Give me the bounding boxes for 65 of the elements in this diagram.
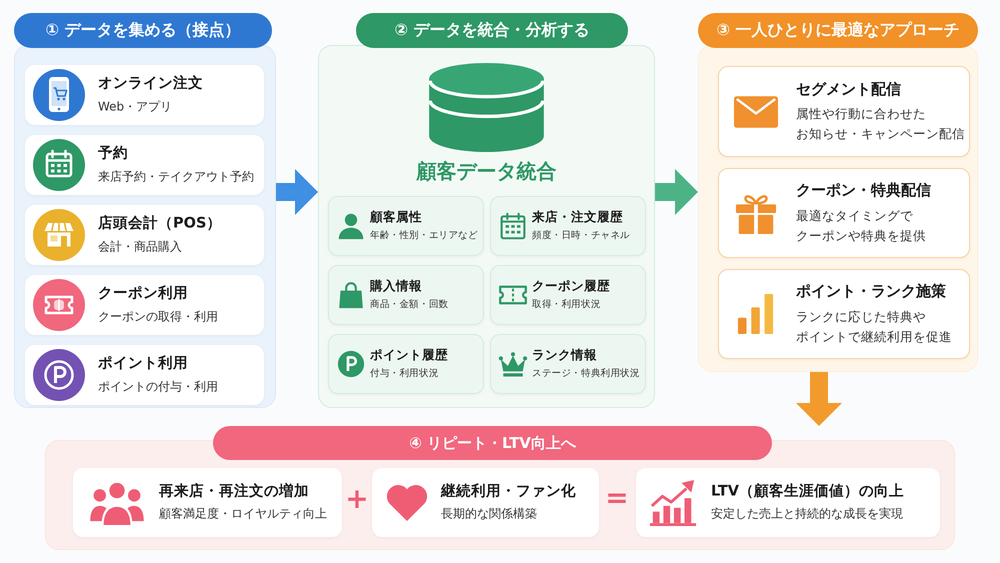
card-title: ポイント利用	[98, 354, 188, 374]
card-title: 予約	[98, 144, 128, 164]
info-card	[372, 468, 599, 537]
info-card	[25, 65, 264, 125]
card-title: 継続利用・ファン化	[441, 482, 576, 502]
card-text: 取得・利用状況	[532, 298, 601, 312]
card-text: 来店予約・テイクアウト予約	[98, 168, 254, 186]
card-text: 付与・利用状況	[370, 367, 439, 381]
block-arrow	[796, 372, 842, 426]
info-card	[328, 196, 484, 256]
card-text: 商品・金額・回数	[370, 298, 448, 312]
card-text: ステージ・特典利用状況	[532, 367, 640, 381]
card-text: 安定した売上と持続的な成長を実現	[711, 506, 903, 523]
card-text: 年齢・性別・エリアなど	[370, 229, 478, 243]
card-title: クーポン・特典配信	[796, 180, 931, 200]
card-text: ポイントの付与・利用	[98, 378, 218, 396]
info-card	[718, 168, 970, 258]
card-title: 購入情報	[370, 278, 422, 294]
card-title: ポイント・ランク施策	[796, 282, 946, 302]
info-card	[73, 468, 342, 537]
block-arrow	[276, 169, 318, 215]
section-panel	[698, 13, 978, 372]
info-card	[636, 468, 940, 537]
card-text: 顧客満足度・ロイヤルティ向上	[159, 506, 327, 523]
info-card	[25, 205, 264, 265]
card-title: ランク情報	[532, 347, 597, 364]
card-text: 最適なタイミングでクーポンや特典を提供	[796, 206, 927, 244]
math-sign: =	[605, 484, 629, 512]
math-sign: +	[345, 485, 369, 513]
card-title: 店頭会計（POS）	[98, 214, 222, 234]
card-text: 会計・商品購入	[98, 238, 182, 256]
card-title: オンライン注文	[98, 74, 203, 94]
heading-pill: ① データを集める（接点）	[14, 13, 272, 48]
info-card	[490, 265, 646, 325]
info-card	[718, 269, 970, 359]
info-card	[25, 275, 264, 335]
block-arrow	[655, 169, 698, 215]
heading-pill: ③ 一人ひとりに最適なアプローチ	[698, 13, 978, 48]
card-title: セグメント配信	[796, 79, 901, 99]
info-card	[328, 265, 484, 325]
card-text: 属性や行動に合わせたお知らせ・キャンペーン配信	[796, 104, 965, 143]
section-panel	[318, 13, 655, 408]
card-title: クーポン利用	[98, 284, 188, 304]
card-title: 顧客属性	[370, 209, 422, 226]
info-card	[25, 135, 264, 195]
card-text: 長期的な関係構築	[441, 506, 537, 523]
card-text: 頻度・日時・チャネル	[532, 229, 630, 243]
heading-pill: ② データを統合・分析する	[356, 13, 628, 48]
info-card	[328, 334, 484, 394]
card-title: クーポン履歴	[532, 278, 610, 294]
section-panel	[45, 426, 955, 550]
section-heading: 顧客データ統合	[416, 159, 556, 183]
heading-pill: ④ リピート・LTV向上へ	[213, 426, 772, 460]
card-text: クーポンの取得・利用	[98, 308, 218, 326]
card-title: ポイント履歴	[370, 347, 448, 364]
info-card	[490, 196, 646, 256]
info-card	[490, 334, 646, 394]
info-card	[718, 66, 970, 157]
info-card	[25, 345, 264, 405]
section-panel	[14, 13, 276, 408]
card-text: ランクに応じた特典やポイントで継続利用を促進	[796, 307, 953, 346]
card-text: Web・アプリ	[98, 98, 172, 116]
card-title: 再来店・再注文の増加	[159, 482, 309, 502]
card-title: 来店・注文履歴	[532, 209, 623, 226]
card-title: LTV（顧客生涯価値）の向上	[711, 482, 904, 502]
